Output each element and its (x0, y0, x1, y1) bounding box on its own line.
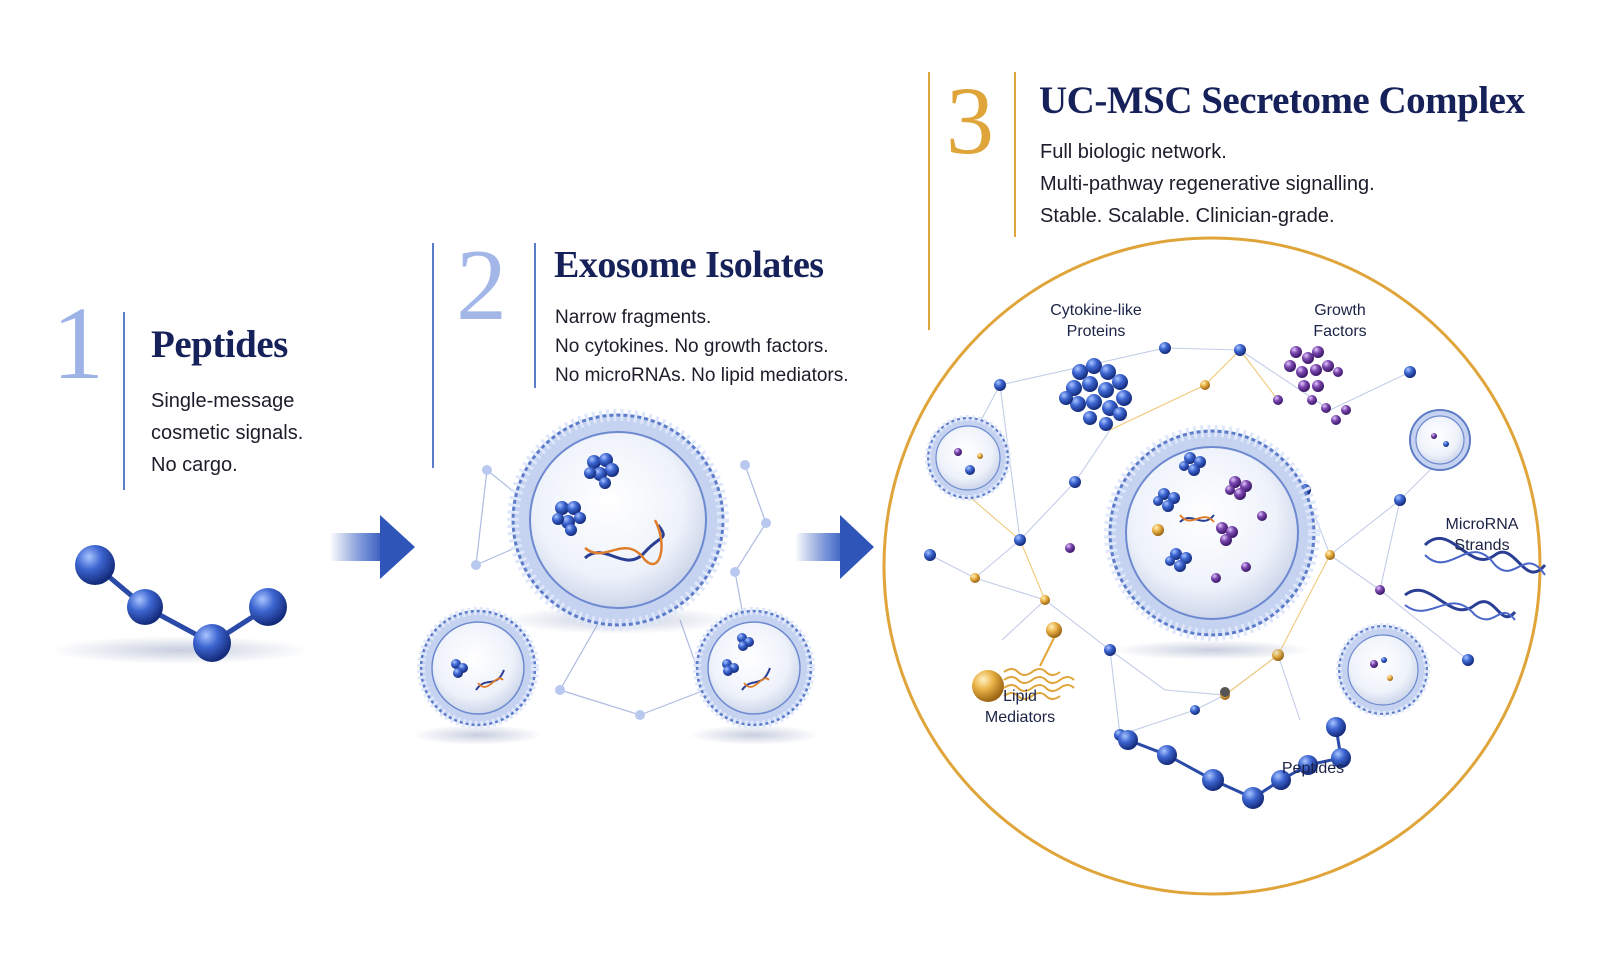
label-line: Lipid (1003, 688, 1037, 705)
stage-divider (534, 243, 536, 388)
stage-divider (432, 243, 434, 468)
label-line: Peptides (1281, 760, 1345, 777)
label-line: Mediators (984, 709, 1056, 726)
stage-description-line: No cytokines. No growth factors. (555, 336, 829, 357)
stage-description-line: Full biologic network. (1040, 141, 1227, 163)
stage-description-line: No cargo. (151, 454, 238, 476)
stage-description: Narrow fragments. No cytokines. No growt… (555, 303, 849, 390)
stage-title: Exosome Isolates (554, 244, 824, 286)
stage-description: Full biologic network. Multi-pathway reg… (1040, 136, 1375, 232)
stage-number: 1 (52, 286, 104, 401)
stage-description-line: No microRNAs. No lipid mediators. (555, 365, 849, 386)
exosome-cluster (413, 409, 819, 745)
stage-divider (123, 312, 125, 490)
arrow-right-icon (795, 515, 874, 579)
stage-number: 3 (946, 67, 994, 174)
secretome-network (882, 236, 1547, 896)
label-line: Growth (1314, 302, 1366, 319)
label-peptides: Peptides (1282, 758, 1344, 779)
label-line: Proteins (1066, 323, 1126, 340)
stage-title: UC-MSC Secretome Complex (1039, 79, 1525, 122)
peptide-chain (50, 545, 310, 664)
arrow-right-icon (330, 515, 415, 579)
stage-description-line: Narrow fragments. (555, 307, 712, 328)
stage-description-line: Single-message (151, 390, 295, 412)
label-growth-factors: Growth Factors (1313, 300, 1366, 342)
label-line: MicroRNA (1445, 516, 1519, 533)
stage-divider (1014, 72, 1016, 237)
label-line: Cytokine-like (1050, 302, 1142, 319)
stage-description: Single-message cosmetic signals. No carg… (151, 385, 303, 481)
label-cytokine-proteins: Cytokine-like Proteins (1050, 300, 1142, 342)
stage-description-line: cosmetic signals. (151, 422, 304, 444)
stage-description-line: Stable. Scalable. Clinician-grade. (1040, 205, 1335, 227)
stage-description-line: Multi-pathway regenerative signalling. (1040, 173, 1375, 195)
stage-divider (928, 72, 930, 330)
stage-title: Peptides (151, 323, 288, 366)
label-microrna-strands: MicroRNA Strands (1446, 514, 1519, 556)
label-lipid-mediators: Lipid Mediators (985, 686, 1055, 728)
label-line: Factors (1313, 323, 1367, 340)
stage-number: 2 (456, 229, 507, 342)
label-line: Strands (1454, 537, 1510, 554)
